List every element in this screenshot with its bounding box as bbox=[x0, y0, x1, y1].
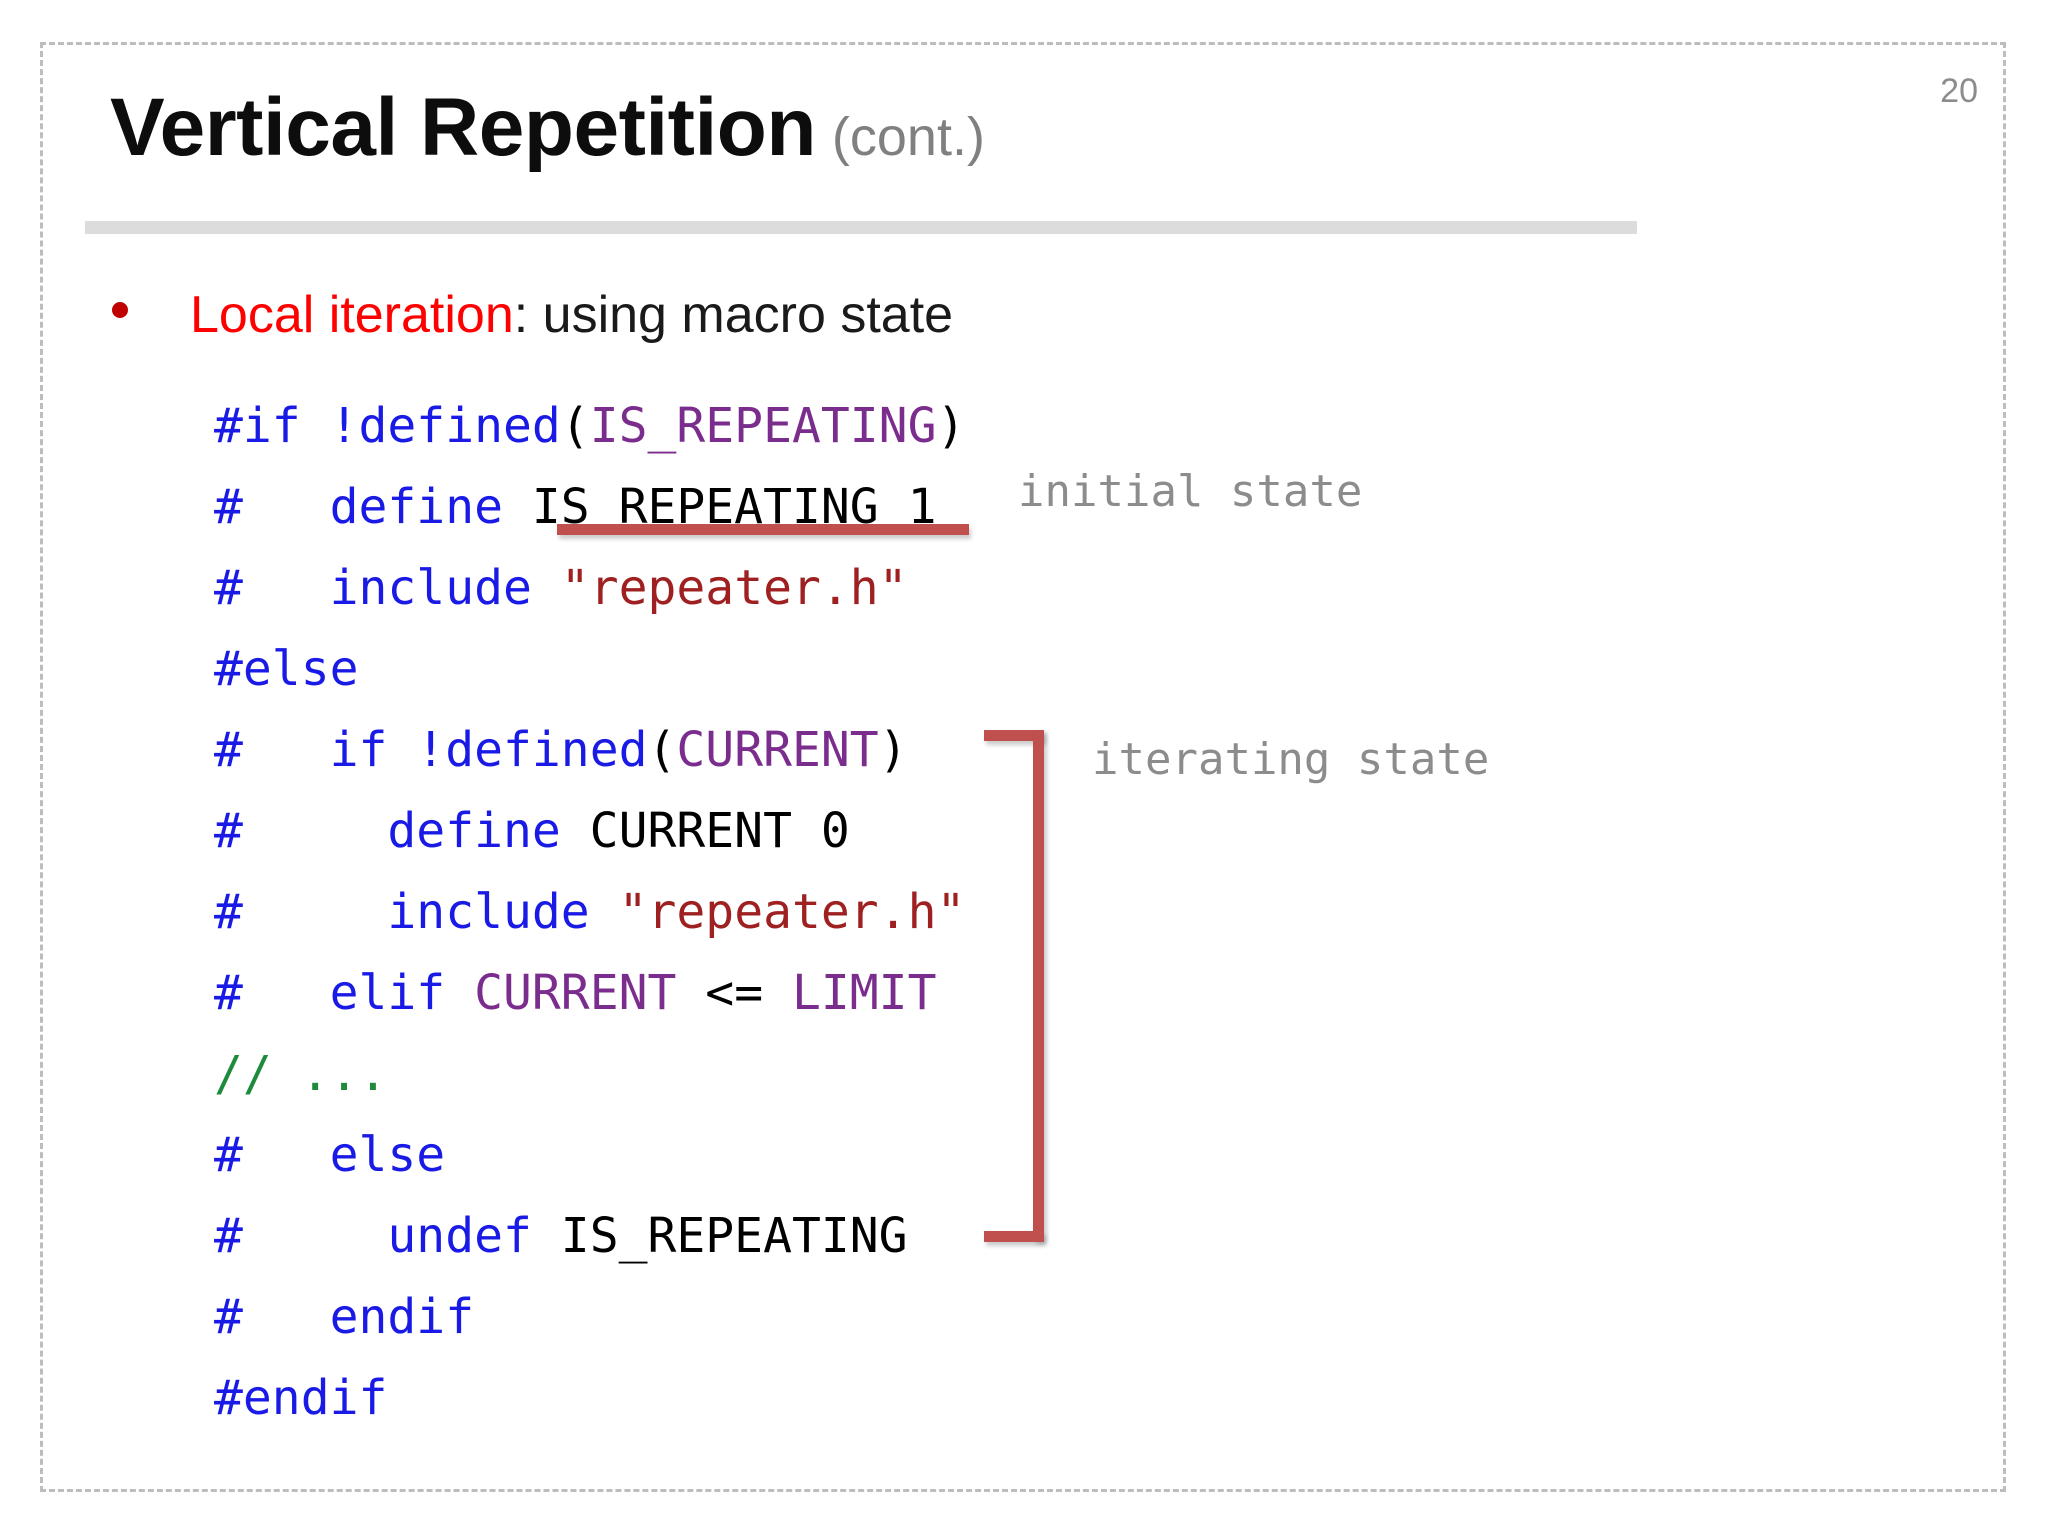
page-number: 20 bbox=[1940, 72, 1978, 110]
line-endif-inner: # endif bbox=[214, 1277, 1714, 1358]
line-comment-ellipsis: // ... bbox=[214, 1034, 1714, 1115]
page-title-suffix: (cont.) bbox=[831, 107, 985, 167]
code-token-directive: endif bbox=[329, 1289, 475, 1345]
bullet-emphasis-text: Local iteration bbox=[190, 286, 514, 344]
code-token-directive: # bbox=[214, 1208, 388, 1264]
line-if-defined-current: # if !defined(CURRENT) bbox=[214, 710, 1714, 791]
code-token-directive: # bbox=[214, 1289, 330, 1345]
code-token-directive: !defined bbox=[416, 722, 648, 778]
bracket-top-arm bbox=[984, 730, 1044, 741]
code-token-directive: if bbox=[329, 722, 417, 778]
bullet-item-local-iteration: Local iteration: using macro state bbox=[112, 285, 1612, 355]
code-listing: #if !defined(IS_REPEATING)# define IS_RE… bbox=[214, 386, 1714, 1439]
code-token-directive: !defined bbox=[329, 398, 561, 454]
code-token-plain: ( bbox=[560, 398, 590, 454]
bracket-bottom-arm bbox=[984, 1231, 1044, 1242]
line-include-repeater-outer: # include "repeater.h" bbox=[214, 548, 1714, 629]
code-token-comment: // ... bbox=[214, 1046, 388, 1102]
code-token-directive: else bbox=[329, 1127, 446, 1183]
annotation-iterating-state: iterating state bbox=[1092, 734, 1490, 785]
code-token-op: <= bbox=[676, 965, 792, 1021]
code-token-directive: define bbox=[329, 479, 503, 535]
code-token-macro: LIMIT bbox=[791, 965, 937, 1021]
code-token-directive: # bbox=[214, 722, 330, 778]
line-else-outer: #else bbox=[214, 629, 1714, 710]
code-token-directive: elif bbox=[329, 965, 475, 1021]
code-token-plain bbox=[590, 884, 619, 940]
code-token-directive: # bbox=[214, 803, 388, 859]
code-token-plain: ) bbox=[936, 398, 966, 454]
line-include-repeater-inner: # include "repeater.h" bbox=[214, 872, 1714, 953]
code-token-string: "repeater.h" bbox=[618, 884, 966, 940]
bullet-dot-icon bbox=[112, 302, 128, 318]
code-token-plain: CURRENT 0 bbox=[560, 803, 850, 859]
code-token-string: "repeater.h" bbox=[560, 560, 908, 616]
code-token-directive: #if bbox=[214, 398, 330, 454]
code-token-directive: # bbox=[214, 560, 330, 616]
code-token-macro: CURRENT bbox=[474, 965, 677, 1021]
code-token-directive: # bbox=[214, 1127, 330, 1183]
code-token-plain bbox=[532, 560, 561, 616]
page-title: Vertical Repetition(cont.) bbox=[110, 78, 1710, 188]
code-token-macro: CURRENT bbox=[676, 722, 879, 778]
line-undef-is-repeating: # undef IS_REPEATING bbox=[214, 1196, 1714, 1277]
title-divider-bar bbox=[85, 221, 1637, 234]
red-bracket-mark-iterating-state bbox=[984, 730, 1044, 1242]
code-token-directive: define bbox=[387, 803, 561, 859]
code-token-plain: ( bbox=[647, 722, 677, 778]
line-elif-current-limit: # elif CURRENT <= LIMIT bbox=[214, 953, 1714, 1034]
line-if-defined-is-repeating: #if !defined(IS_REPEATING) bbox=[214, 386, 1714, 467]
line-define-is-repeating: # define IS_REPEATING 1 bbox=[214, 467, 1714, 548]
code-token-directive: include bbox=[329, 560, 532, 616]
code-token-directive: #endif bbox=[214, 1370, 388, 1426]
page-title-main: Vertical Repetition bbox=[110, 82, 816, 173]
code-token-directive: # bbox=[214, 965, 330, 1021]
bracket-spine bbox=[1033, 730, 1044, 1242]
code-token-directive: #else bbox=[214, 641, 359, 697]
code-token-directive: include bbox=[387, 884, 590, 940]
code-token-plain: IS_REPEATING bbox=[531, 1208, 908, 1264]
bullet-rest-text: : using macro state bbox=[513, 286, 954, 344]
code-token-directive: # bbox=[214, 479, 330, 535]
line-else-inner: # else bbox=[214, 1115, 1714, 1196]
code-token-macro: IS_REPEATING bbox=[589, 398, 937, 454]
code-token-plain: ) bbox=[878, 722, 908, 778]
red-underline-mark-initial-state bbox=[557, 524, 969, 535]
code-token-directive: # bbox=[214, 884, 388, 940]
line-endif-outer: #endif bbox=[214, 1358, 1714, 1439]
code-token-directive: undef bbox=[387, 1208, 532, 1264]
annotation-initial-state: initial state bbox=[1018, 466, 1363, 517]
line-define-current: # define CURRENT 0 bbox=[214, 791, 1714, 872]
